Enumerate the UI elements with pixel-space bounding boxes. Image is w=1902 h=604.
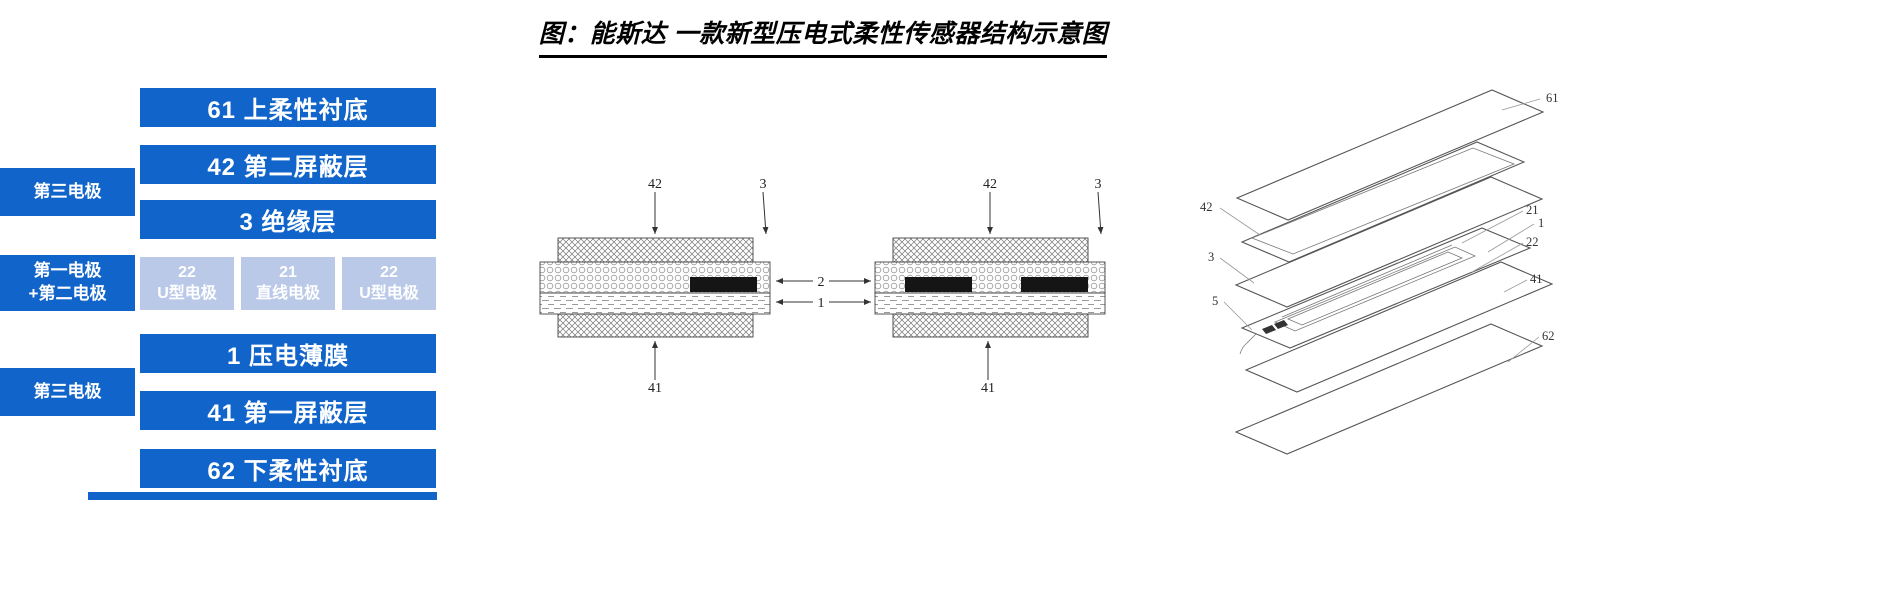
side-label-third-electrode-bottom: 第三电极 (0, 368, 135, 416)
leader-61 (1501, 98, 1541, 111)
cross-section-shared-labels: 2 1 (776, 275, 871, 311)
figure-title-text: 图：能斯达 一款新型压电式柔性传感器结构示意图 (538, 14, 1108, 58)
exploded-sheets (1234, 89, 1554, 455)
cropped-bar-strip (88, 492, 437, 500)
side-label-third-electrode-top: 第三电极 (0, 168, 135, 216)
piezo-film-1-band (539, 292, 771, 315)
label-22: 22 (1526, 235, 1539, 249)
label-41: 41 (648, 381, 662, 396)
connector-tail-5 (1239, 333, 1257, 355)
electrode-name: U型电极 (157, 284, 217, 302)
leader-62 (1507, 336, 1540, 363)
label-5: 5 (1212, 294, 1218, 308)
sheet-electrode-layer (1240, 227, 1532, 349)
label-62: 62 (1542, 329, 1555, 343)
exploded-view-diagram: 61 42 3 5 21 1 22 41 62 (1200, 89, 1559, 455)
label-1: 1 (818, 296, 825, 311)
stack-bar-62: 62 下柔性衬底 (140, 449, 436, 488)
arrow-3 (1097, 191, 1104, 235)
side-label-first-second-electrode: 第一电极 +第二电极 (0, 255, 135, 311)
sheet-3-insulation (1234, 176, 1544, 308)
electrode-2-block (1021, 277, 1088, 292)
sheet-42-inner-outline (1250, 147, 1516, 255)
label-2: 2 (818, 275, 825, 290)
electrode-trace-line (1281, 244, 1453, 318)
contact-pad (1262, 325, 1276, 334)
side-label-text: 第三电极 (33, 381, 102, 401)
sheet-42-second-shield (1240, 141, 1526, 263)
label-42: 42 (983, 177, 997, 192)
label-41: 41 (1530, 272, 1543, 286)
shield-layer-42-band (892, 237, 1089, 263)
label-3: 3 (1095, 177, 1102, 192)
electrode-box-line: 21 直线电极 (241, 257, 335, 310)
electrode-2-block (905, 277, 972, 292)
stack-bar-41: 41 第一屏蔽层 (140, 391, 436, 430)
contact-pad (1274, 320, 1288, 329)
electrode-trace-inner (1286, 251, 1464, 326)
electrode-2-block (690, 277, 757, 292)
cross-section-right: 42 3 41 (874, 177, 1106, 396)
figure-title: 图：能斯达 一款新型压电式柔性传感器结构示意图 (527, 14, 1119, 58)
exploded-labels: 61 42 3 5 21 1 22 41 62 (1200, 91, 1559, 363)
label-42: 42 (648, 177, 662, 192)
label-42: 42 (1200, 200, 1213, 214)
leader-5 (1223, 301, 1253, 331)
label-21: 21 (1526, 203, 1539, 217)
stack-bar-1: 1 压电薄膜 (140, 334, 436, 373)
arrow-3 (762, 191, 769, 235)
sheet-61-top-substrate (1235, 89, 1545, 221)
electrode-num: 22 (178, 263, 196, 281)
cross-section-diagram: 42 3 41 2 1 42 3 41 (539, 177, 1106, 396)
shield-layer-41-band (557, 313, 754, 338)
leader-3 (1219, 257, 1255, 284)
electrode-name: U型电极 (359, 284, 419, 302)
side-label-line1: 第一电极 (33, 261, 102, 281)
shield-layer-41-band (892, 313, 1089, 338)
electrode-box-u-right: 22 U型电极 (342, 257, 436, 310)
side-label-line2: +第二电极 (28, 284, 107, 303)
label-1: 1 (1538, 216, 1544, 230)
leader-22 (1471, 242, 1524, 273)
cross-section-left: 42 3 41 (539, 177, 771, 396)
stack-bar-42: 42 第二屏蔽层 (140, 145, 436, 184)
stack-bar-61: 61 上柔性衬底 (140, 88, 436, 127)
leader-41 (1503, 279, 1528, 293)
electrode-box-u-left: 22 U型电极 (140, 257, 234, 310)
side-label-text: 第三电极 (33, 181, 102, 201)
electrode-name: 直线电极 (255, 284, 320, 302)
leader-21 (1461, 210, 1524, 244)
leader-1 (1487, 223, 1535, 253)
label-61: 61 (1546, 91, 1559, 105)
sheet-41-first-shield (1244, 261, 1554, 393)
sheet-62-bottom-substrate (1234, 323, 1544, 455)
stack-bar-3: 3 绝缘层 (140, 200, 436, 239)
electrode-num: 22 (380, 263, 398, 281)
piezo-film-1-band (874, 292, 1106, 315)
electrode-num: 21 (279, 263, 297, 281)
leader-42 (1219, 207, 1261, 236)
label-3: 3 (760, 177, 767, 192)
label-41: 41 (981, 381, 995, 396)
label-3: 3 (1208, 250, 1214, 264)
electrode-trace-outer (1273, 246, 1477, 332)
shield-layer-42-band (557, 237, 754, 263)
